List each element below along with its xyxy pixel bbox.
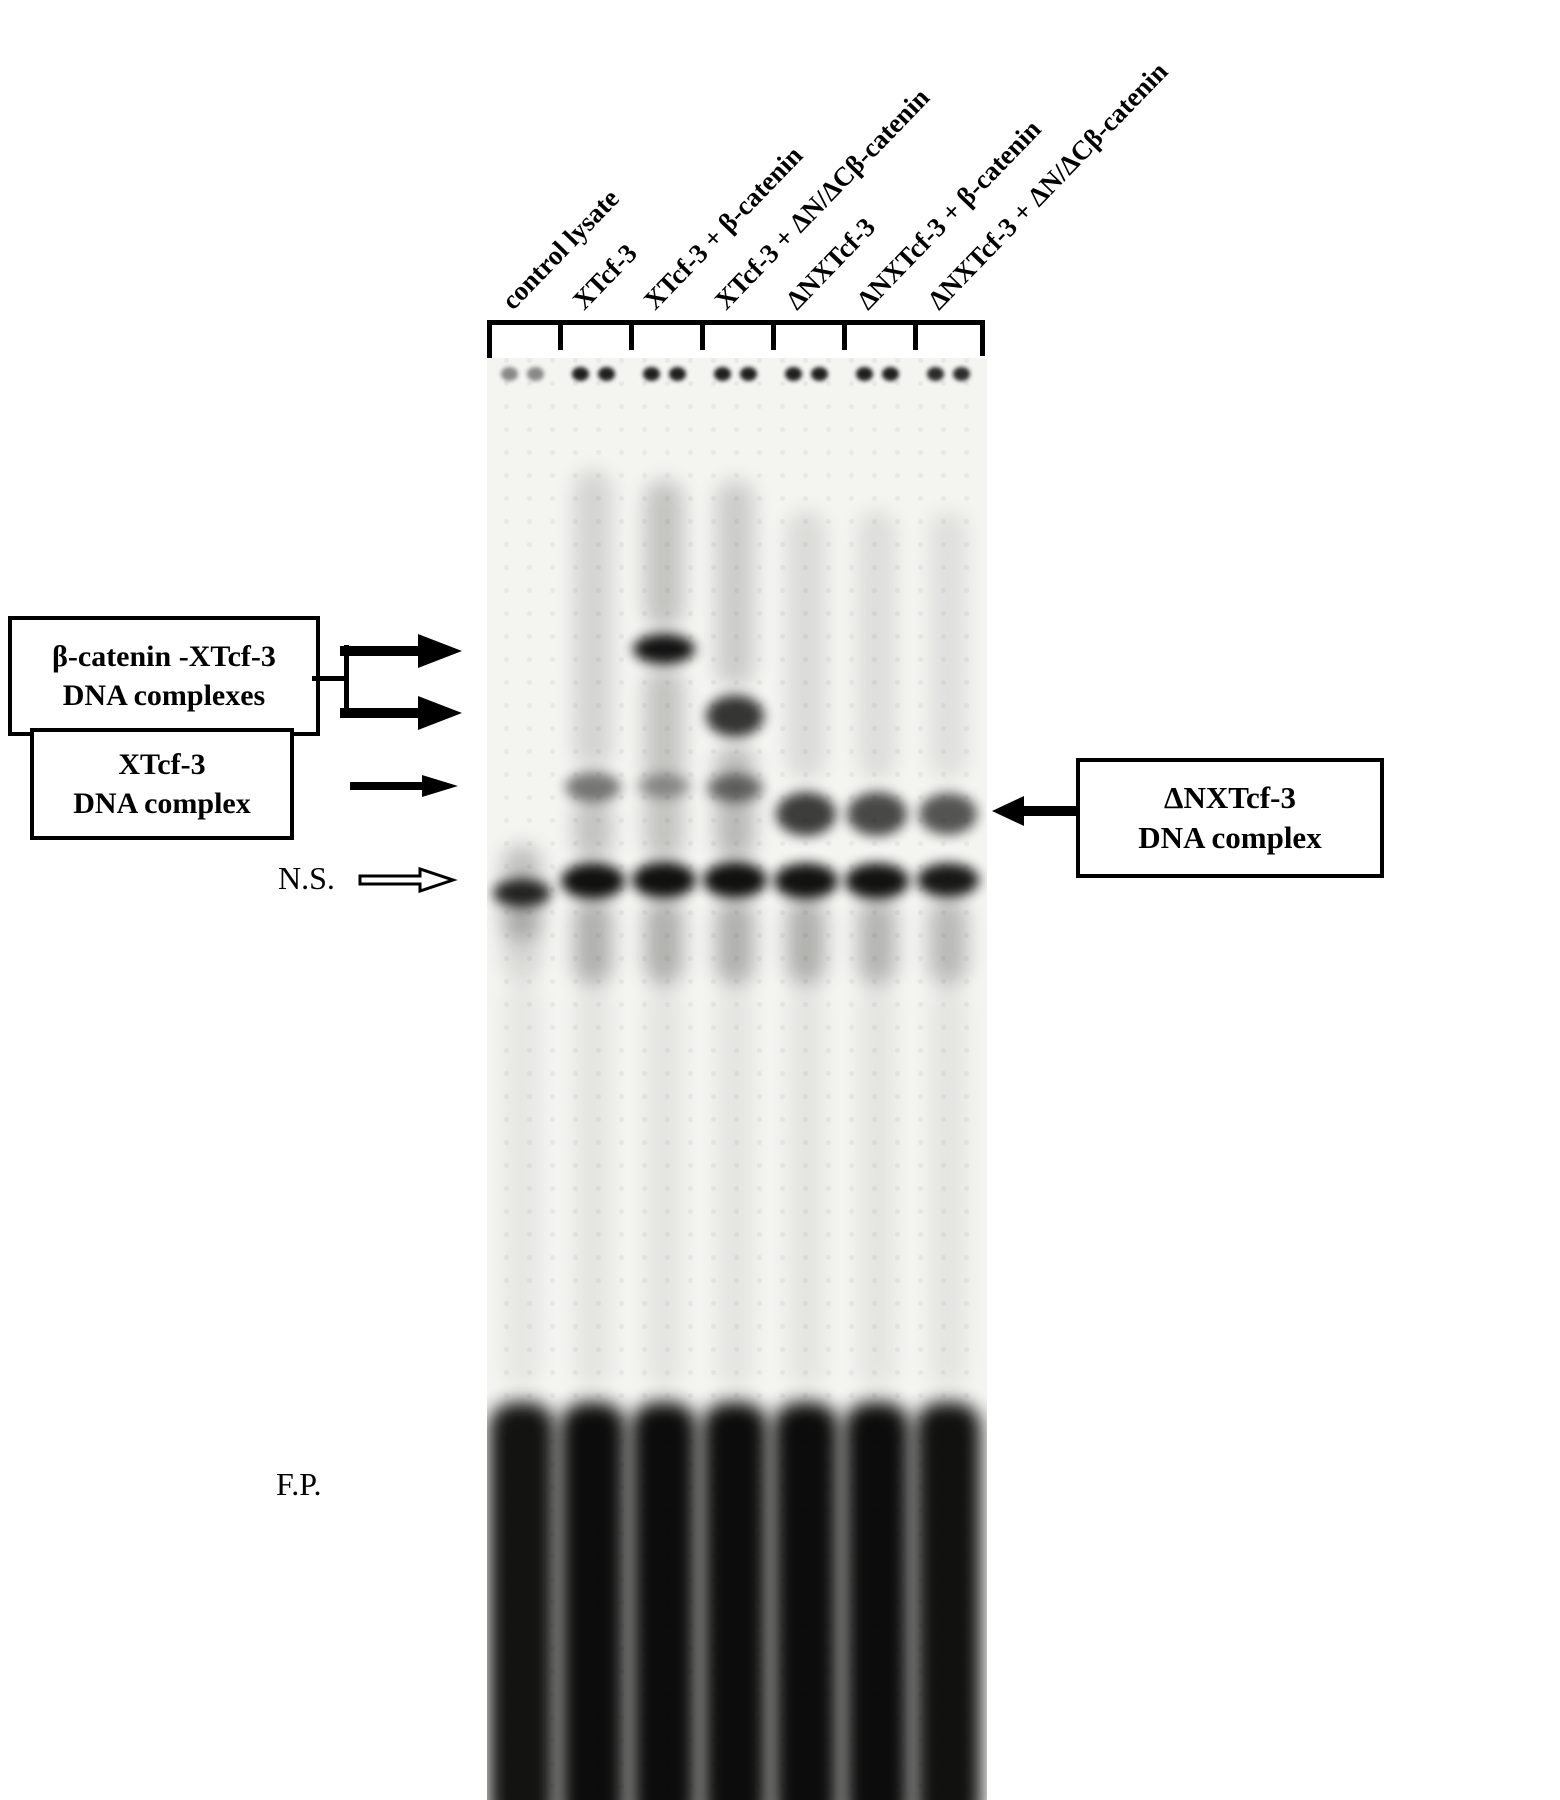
gel-lane-2 bbox=[557, 358, 629, 1800]
gel-lane-4 bbox=[699, 358, 771, 1800]
gel-lane-5 bbox=[770, 358, 842, 1800]
gel-band bbox=[633, 634, 695, 664]
arrow-xtcf3-complex-icon bbox=[350, 775, 458, 797]
lane-smear bbox=[574, 985, 612, 1390]
lane-smear bbox=[503, 905, 541, 980]
box-line: XTcf-3 bbox=[118, 748, 206, 781]
dnxtcf3-dna-complex-box: ΔNXTcf-3 DNA complex bbox=[1076, 758, 1384, 878]
lane-smear bbox=[716, 985, 754, 1390]
bracket-tick bbox=[913, 320, 918, 350]
lane-smear bbox=[503, 980, 541, 1390]
bracket-tick bbox=[629, 320, 634, 350]
ns-label: N.S. bbox=[278, 860, 335, 896]
lane-smear bbox=[929, 510, 967, 780]
gel-lane-6 bbox=[841, 358, 913, 1800]
bracket-tick bbox=[558, 320, 563, 350]
bracket-tick bbox=[842, 320, 847, 350]
well-dot bbox=[882, 367, 899, 381]
well-dot bbox=[572, 367, 589, 381]
free-probe-blob bbox=[844, 1402, 910, 1800]
gel-band bbox=[919, 793, 977, 835]
lane-smear bbox=[645, 480, 683, 630]
lane-smear bbox=[716, 898, 754, 985]
lane-smear bbox=[787, 510, 825, 780]
connector-horizontal-line bbox=[312, 676, 348, 681]
well-dot bbox=[714, 367, 731, 381]
free-probe-blob bbox=[631, 1402, 697, 1800]
well-dot bbox=[811, 367, 828, 381]
gel-band bbox=[638, 774, 690, 798]
well-dot bbox=[785, 367, 802, 381]
gel-band bbox=[845, 863, 909, 899]
gel-band bbox=[847, 792, 907, 836]
lane-smear bbox=[645, 985, 683, 1390]
bracket-tick bbox=[487, 320, 492, 358]
box-line: DNA complex bbox=[1138, 820, 1322, 855]
free-probe-blob bbox=[489, 1402, 555, 1800]
bracket-tick bbox=[980, 320, 985, 356]
gel bbox=[487, 358, 987, 1800]
gel-lane-1 bbox=[487, 358, 558, 1800]
lane-smear bbox=[929, 985, 967, 1390]
lane-smear bbox=[787, 985, 825, 1390]
gel-band bbox=[707, 774, 763, 802]
box-line: DNA complex bbox=[73, 787, 251, 820]
free-probe-blob bbox=[702, 1402, 768, 1800]
gel-band bbox=[632, 862, 696, 898]
lane-smear bbox=[645, 898, 683, 985]
lane-smear bbox=[787, 898, 825, 985]
free-probe-blob bbox=[915, 1402, 981, 1800]
gel-band bbox=[565, 772, 621, 802]
bracket-tick bbox=[771, 320, 776, 350]
well-dot bbox=[598, 367, 615, 381]
lane-smear bbox=[645, 666, 683, 862]
well-dot bbox=[669, 367, 686, 381]
gel-band bbox=[703, 862, 767, 898]
well-dot bbox=[501, 367, 518, 381]
free-probe-blob bbox=[773, 1402, 839, 1800]
well-dot bbox=[953, 367, 970, 381]
gel-band bbox=[774, 863, 838, 899]
xtcf3-dna-complex-box: XTcf-3 DNA complex bbox=[30, 728, 294, 840]
gel-band bbox=[561, 863, 625, 899]
lane-smear bbox=[574, 795, 612, 862]
lane-smear bbox=[574, 470, 612, 770]
connector-vertical-line bbox=[344, 645, 349, 718]
fp-label: F.P. bbox=[276, 1466, 322, 1502]
box-line: ΔNXTcf-3 bbox=[1164, 779, 1296, 815]
arrow-lower-complex-icon bbox=[340, 696, 462, 730]
well-dot bbox=[527, 367, 544, 381]
well-dot bbox=[856, 367, 873, 381]
beta-catenin-xtcf3-complexes-box: β-catenin -XTcf-3 DNA complexes bbox=[8, 616, 320, 736]
lane-bracket bbox=[487, 320, 985, 325]
lane-smear bbox=[716, 480, 754, 688]
well-dot bbox=[740, 367, 757, 381]
gel-band bbox=[706, 695, 764, 737]
lane-smear bbox=[716, 745, 754, 862]
bracket-tick bbox=[700, 320, 705, 350]
arrow-dnxtcf3-complex-icon bbox=[992, 796, 1080, 826]
arrow-upper-complex-icon bbox=[340, 634, 462, 668]
lane-smear bbox=[574, 898, 612, 985]
gel-band bbox=[493, 879, 551, 907]
lane-smear bbox=[858, 898, 896, 985]
arrow-nonspecific-open-icon bbox=[358, 866, 458, 894]
gel-lane-3 bbox=[628, 358, 700, 1800]
gel-band bbox=[776, 792, 836, 836]
free-probe-blob bbox=[560, 1402, 626, 1800]
lane-smear bbox=[929, 898, 967, 985]
lane-smear bbox=[858, 985, 896, 1390]
well-dot bbox=[643, 367, 660, 381]
box-line: β-catenin -XTcf-3 bbox=[52, 640, 276, 673]
well-dot bbox=[927, 367, 944, 381]
lane-smear bbox=[858, 510, 896, 780]
box-line: DNA complexes bbox=[62, 679, 266, 712]
gel-lane-7 bbox=[912, 358, 984, 1800]
gel-band bbox=[917, 863, 979, 897]
